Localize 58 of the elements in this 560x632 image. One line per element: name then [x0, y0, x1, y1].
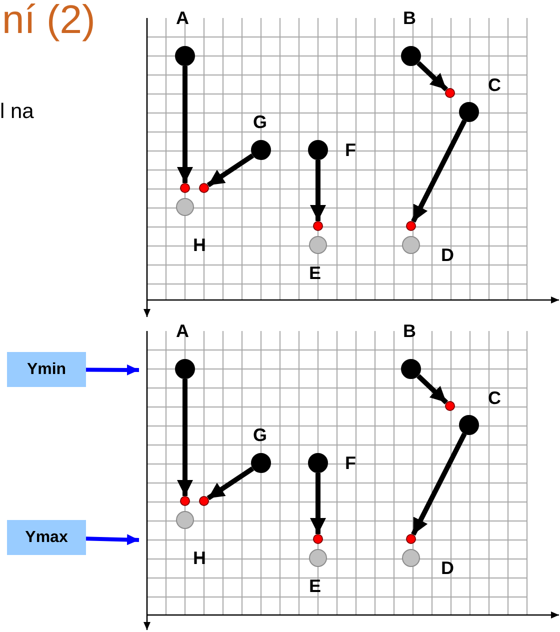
point-label: D: [441, 245, 454, 265]
start-point-dot: [251, 453, 271, 473]
point-label: E: [309, 263, 322, 283]
target-point-dot: [402, 549, 420, 567]
start-point-dot: [175, 46, 195, 66]
start-point-dot: [401, 359, 421, 379]
end-point-dot: [445, 401, 455, 411]
start-point-dot: [308, 453, 328, 473]
end-point-dot: [406, 534, 416, 544]
arrow: [177, 379, 193, 496]
point-label: G: [253, 425, 268, 445]
label-box: Ymax: [7, 520, 86, 555]
end-point-dot: [313, 534, 323, 544]
arrow: [416, 61, 448, 92]
point-label: F: [345, 453, 356, 473]
body-text: l na: [0, 100, 34, 124]
start-point-dot: [308, 140, 328, 160]
point-label: H: [193, 548, 206, 568]
point-label: E: [309, 576, 322, 596]
arrow: [416, 374, 448, 404]
arrow: [86, 534, 140, 546]
start-point-dot: [459, 415, 479, 435]
start-point-dot: [251, 140, 271, 160]
end-point-dot: [313, 221, 323, 231]
arrow: [310, 160, 326, 221]
arrow: [206, 466, 254, 500]
end-point-dot: [180, 496, 190, 506]
start-point-dot: [401, 46, 421, 66]
point-label: A: [176, 321, 189, 341]
slide-title: ní (2): [2, 0, 96, 44]
point-label: H: [193, 235, 206, 255]
end-point-dot: [199, 496, 209, 506]
point-label: C: [488, 75, 501, 95]
point-label: B: [403, 8, 416, 28]
target-point-dot: [176, 198, 194, 216]
arrow: [310, 473, 326, 534]
end-point-dot: [199, 183, 209, 193]
point-label: B: [403, 321, 416, 341]
target-point-dot: [309, 236, 327, 254]
end-point-dot: [406, 221, 416, 231]
target-point-dot: [176, 511, 194, 529]
arrow: [86, 364, 140, 376]
arrow: [206, 153, 254, 188]
point-label: C: [488, 388, 501, 408]
end-point-dot: [445, 88, 455, 98]
target-point-dot: [402, 236, 420, 254]
start-point-dot: [459, 102, 479, 122]
point-label: D: [441, 558, 454, 578]
end-point-dot: [180, 183, 190, 193]
arrow: [411, 120, 467, 223]
point-label: G: [253, 112, 268, 132]
arrow: [411, 432, 467, 536]
target-point-dot: [309, 549, 327, 567]
label-box: Ymin: [7, 352, 86, 387]
point-label: F: [345, 140, 356, 160]
point-label: A: [176, 8, 189, 28]
arrow: [177, 66, 193, 183]
start-point-dot: [175, 359, 195, 379]
